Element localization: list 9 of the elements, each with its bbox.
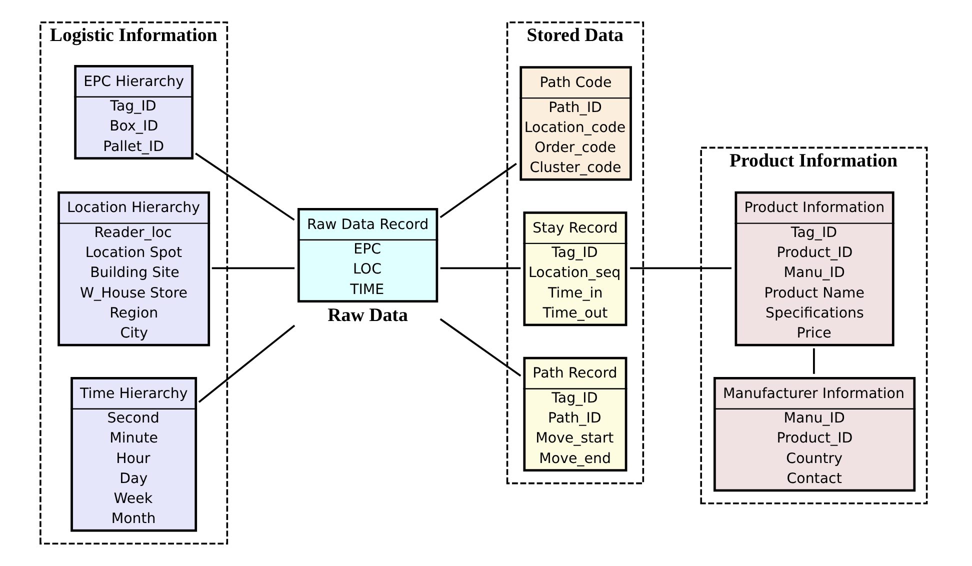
connector bbox=[212, 267, 295, 270]
connector bbox=[198, 324, 296, 403]
connector bbox=[813, 348, 815, 374]
connector bbox=[440, 162, 517, 218]
connector bbox=[440, 318, 522, 377]
connector bbox=[440, 267, 521, 270]
connector bbox=[195, 152, 295, 221]
node-label: Raw Data bbox=[328, 305, 408, 326]
connector bbox=[630, 267, 732, 270]
